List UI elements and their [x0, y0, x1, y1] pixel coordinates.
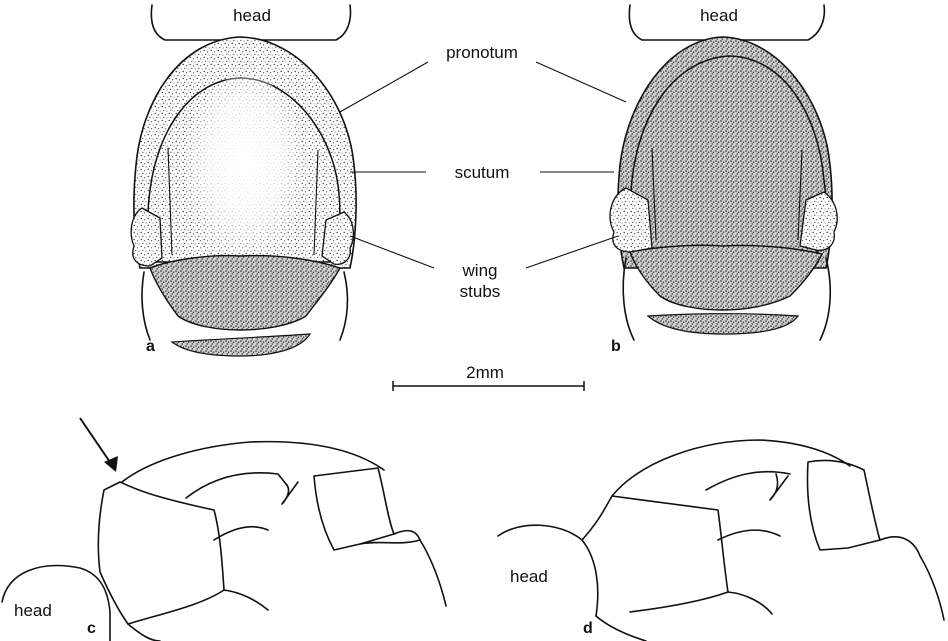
- panel-label-d: d: [583, 620, 593, 637]
- scale-bar-label: 2mm: [466, 363, 504, 382]
- body-side-left-a: [142, 272, 150, 340]
- body-side-right-b: [820, 258, 830, 340]
- pronotum-leader-left: [340, 62, 428, 112]
- specimen-d: head d: [498, 440, 944, 641]
- scutellum-b: [630, 245, 822, 310]
- callouts: pronotum scutum wing stubs 2mm: [340, 43, 626, 391]
- body-lower-d: [718, 530, 780, 614]
- arrow-head: [104, 456, 118, 472]
- head-label-b: head: [700, 6, 738, 25]
- body-side-left-b: [623, 258, 634, 340]
- scutellum-c: [314, 468, 394, 550]
- scutellum-d: [808, 460, 881, 550]
- panel-label-a: a: [146, 338, 155, 355]
- specimen-a: head a: [131, 5, 356, 356]
- prothorax-d: [582, 496, 728, 641]
- specimen-b: head b: [610, 5, 837, 355]
- scutum-highlight-a: [185, 75, 305, 265]
- pronotum-c: [98, 482, 224, 624]
- metanotum-bar-b: [648, 314, 798, 334]
- specimen-c: head c: [2, 418, 446, 641]
- pronotum-label: pronotum: [446, 43, 518, 62]
- scutum-label: scutum: [455, 163, 510, 182]
- head-label-d: head: [510, 567, 548, 586]
- wing-stubs-label-line2: stubs: [460, 282, 501, 301]
- scutellum-a: [150, 256, 340, 330]
- wing-stub-right-b: [800, 192, 837, 250]
- body-side-right-a: [340, 272, 347, 340]
- wing-stub-c: [282, 482, 298, 504]
- wing-stub-d: [770, 474, 788, 500]
- head-label-c: head: [14, 601, 52, 620]
- wing-stubs-leader-left: [350, 236, 434, 268]
- tergite-curve-c: [186, 473, 286, 498]
- prothorax-lower-c: [128, 624, 160, 641]
- wing-stubs-label-line1: wing: [462, 261, 498, 280]
- mesonotum-arch-c: [122, 442, 384, 482]
- wing-stub-right-a: [322, 212, 353, 264]
- metanotum-bar-a: [172, 334, 310, 356]
- wing-stub-left-a: [131, 208, 162, 266]
- panel-label-b: b: [611, 338, 621, 355]
- mesonotum-arch-d: [612, 440, 850, 496]
- pronotum-leader-right: [536, 62, 626, 102]
- head-label-a: head: [233, 6, 271, 25]
- abdomen-d: [880, 537, 944, 620]
- panel-label-c: c: [87, 620, 96, 637]
- wing-stubs-leader-right: [526, 236, 618, 268]
